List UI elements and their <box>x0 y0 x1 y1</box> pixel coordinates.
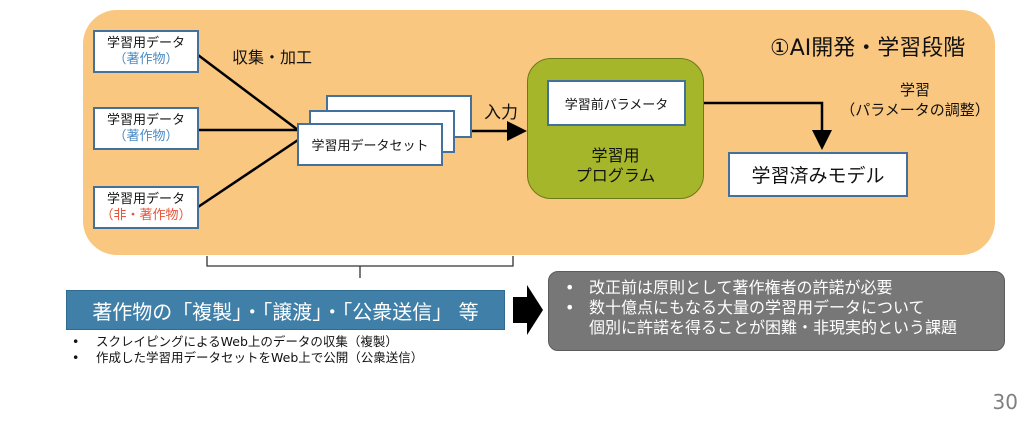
stage-title: ①AI開発・学習段階 <box>770 36 966 61</box>
training-program-label: 学習用 プログラム <box>527 146 704 186</box>
example-item: • スクレイピングによるWeb上のデータの収集（複製） <box>66 334 423 350</box>
copyright-acts-bar: 著作物の「複製」・「譲渡」・「公衆送信」 等 <box>66 290 505 330</box>
trained-model-label: 学習済みモデル <box>751 165 885 187</box>
learn-label-line2: （パラメータの調整） <box>840 101 990 119</box>
bullet: • <box>565 278 575 297</box>
bullet: • <box>565 298 575 317</box>
connector-source1 <box>197 54 299 131</box>
example-item: • 作成した学習用データセットをWeb上で公開（公衆送信） <box>66 350 423 366</box>
learn-arrow <box>686 101 832 150</box>
source-sub: （非・著作物） <box>100 207 192 223</box>
program-label-line1: 学習用 <box>591 146 640 165</box>
issue-text: 改正前は原則として著作権者の許諾が必要 <box>589 278 893 297</box>
source-label: 学習用データ <box>106 191 185 207</box>
bullet: • <box>72 350 80 365</box>
issues-box: • 改正前は原則として著作権者の許諾が必要 • 数十億点にもなる大量の学習用データに… <box>548 271 1005 351</box>
examples-list: • スクレイピングによるWeb上のデータの収集（複製） • 作成した学習用データセッ… <box>66 334 423 366</box>
issue-item-cont: 個別に許諾を得ることが困難・非現実的という課題 <box>559 318 994 338</box>
collect-label: 収集・加工 <box>232 48 313 67</box>
source-sub: （著作物） <box>113 51 179 67</box>
source-box-2: 学習用データ （著作物） <box>93 107 199 150</box>
input-label: 入力 <box>484 103 518 123</box>
source-sub: （著作物） <box>113 128 179 144</box>
source-label: 学習用データ <box>106 35 185 51</box>
issue-item: • 改正前は原則として著作権者の許諾が必要 <box>559 278 994 298</box>
dataset-box: 学習用データセット <box>297 123 443 166</box>
issue-item: • 数十億点にもなる大量の学習用データについて <box>559 298 994 318</box>
dataset-label: 学習用データセット <box>311 139 429 154</box>
example-text: 作成した学習用データセットをWeb上で公開（公衆送信） <box>96 350 424 365</box>
issue-text: 数十億点にもなる大量の学習用データについて <box>589 298 925 317</box>
trained-model-box: 学習済みモデル <box>728 152 908 197</box>
source-box-1: 学習用データ （著作物） <box>93 30 199 73</box>
pre-training-parameters-box: 学習前パラメータ <box>547 80 686 126</box>
pre-param-label: 学習前パラメータ <box>564 97 669 113</box>
program-label-line2: プログラム <box>575 166 656 185</box>
bullet: • <box>72 334 80 349</box>
issue-text: 個別に許諾を得ることが困難・非現実的という課題 <box>589 318 958 337</box>
source-label: 学習用データ <box>106 112 185 128</box>
connector-source3 <box>197 138 299 209</box>
learn-label-line1: 学習 <box>899 81 930 99</box>
example-text: スクレイピングによるWeb上のデータの収集（複製） <box>96 334 398 349</box>
page-number: 30 <box>992 390 1018 414</box>
learning-label: 学習 （パラメータの調整） <box>830 80 1000 120</box>
source-box-3: 学習用データ （非・著作物） <box>93 186 199 229</box>
brace <box>206 256 514 278</box>
right-arrow-icon <box>513 285 543 335</box>
